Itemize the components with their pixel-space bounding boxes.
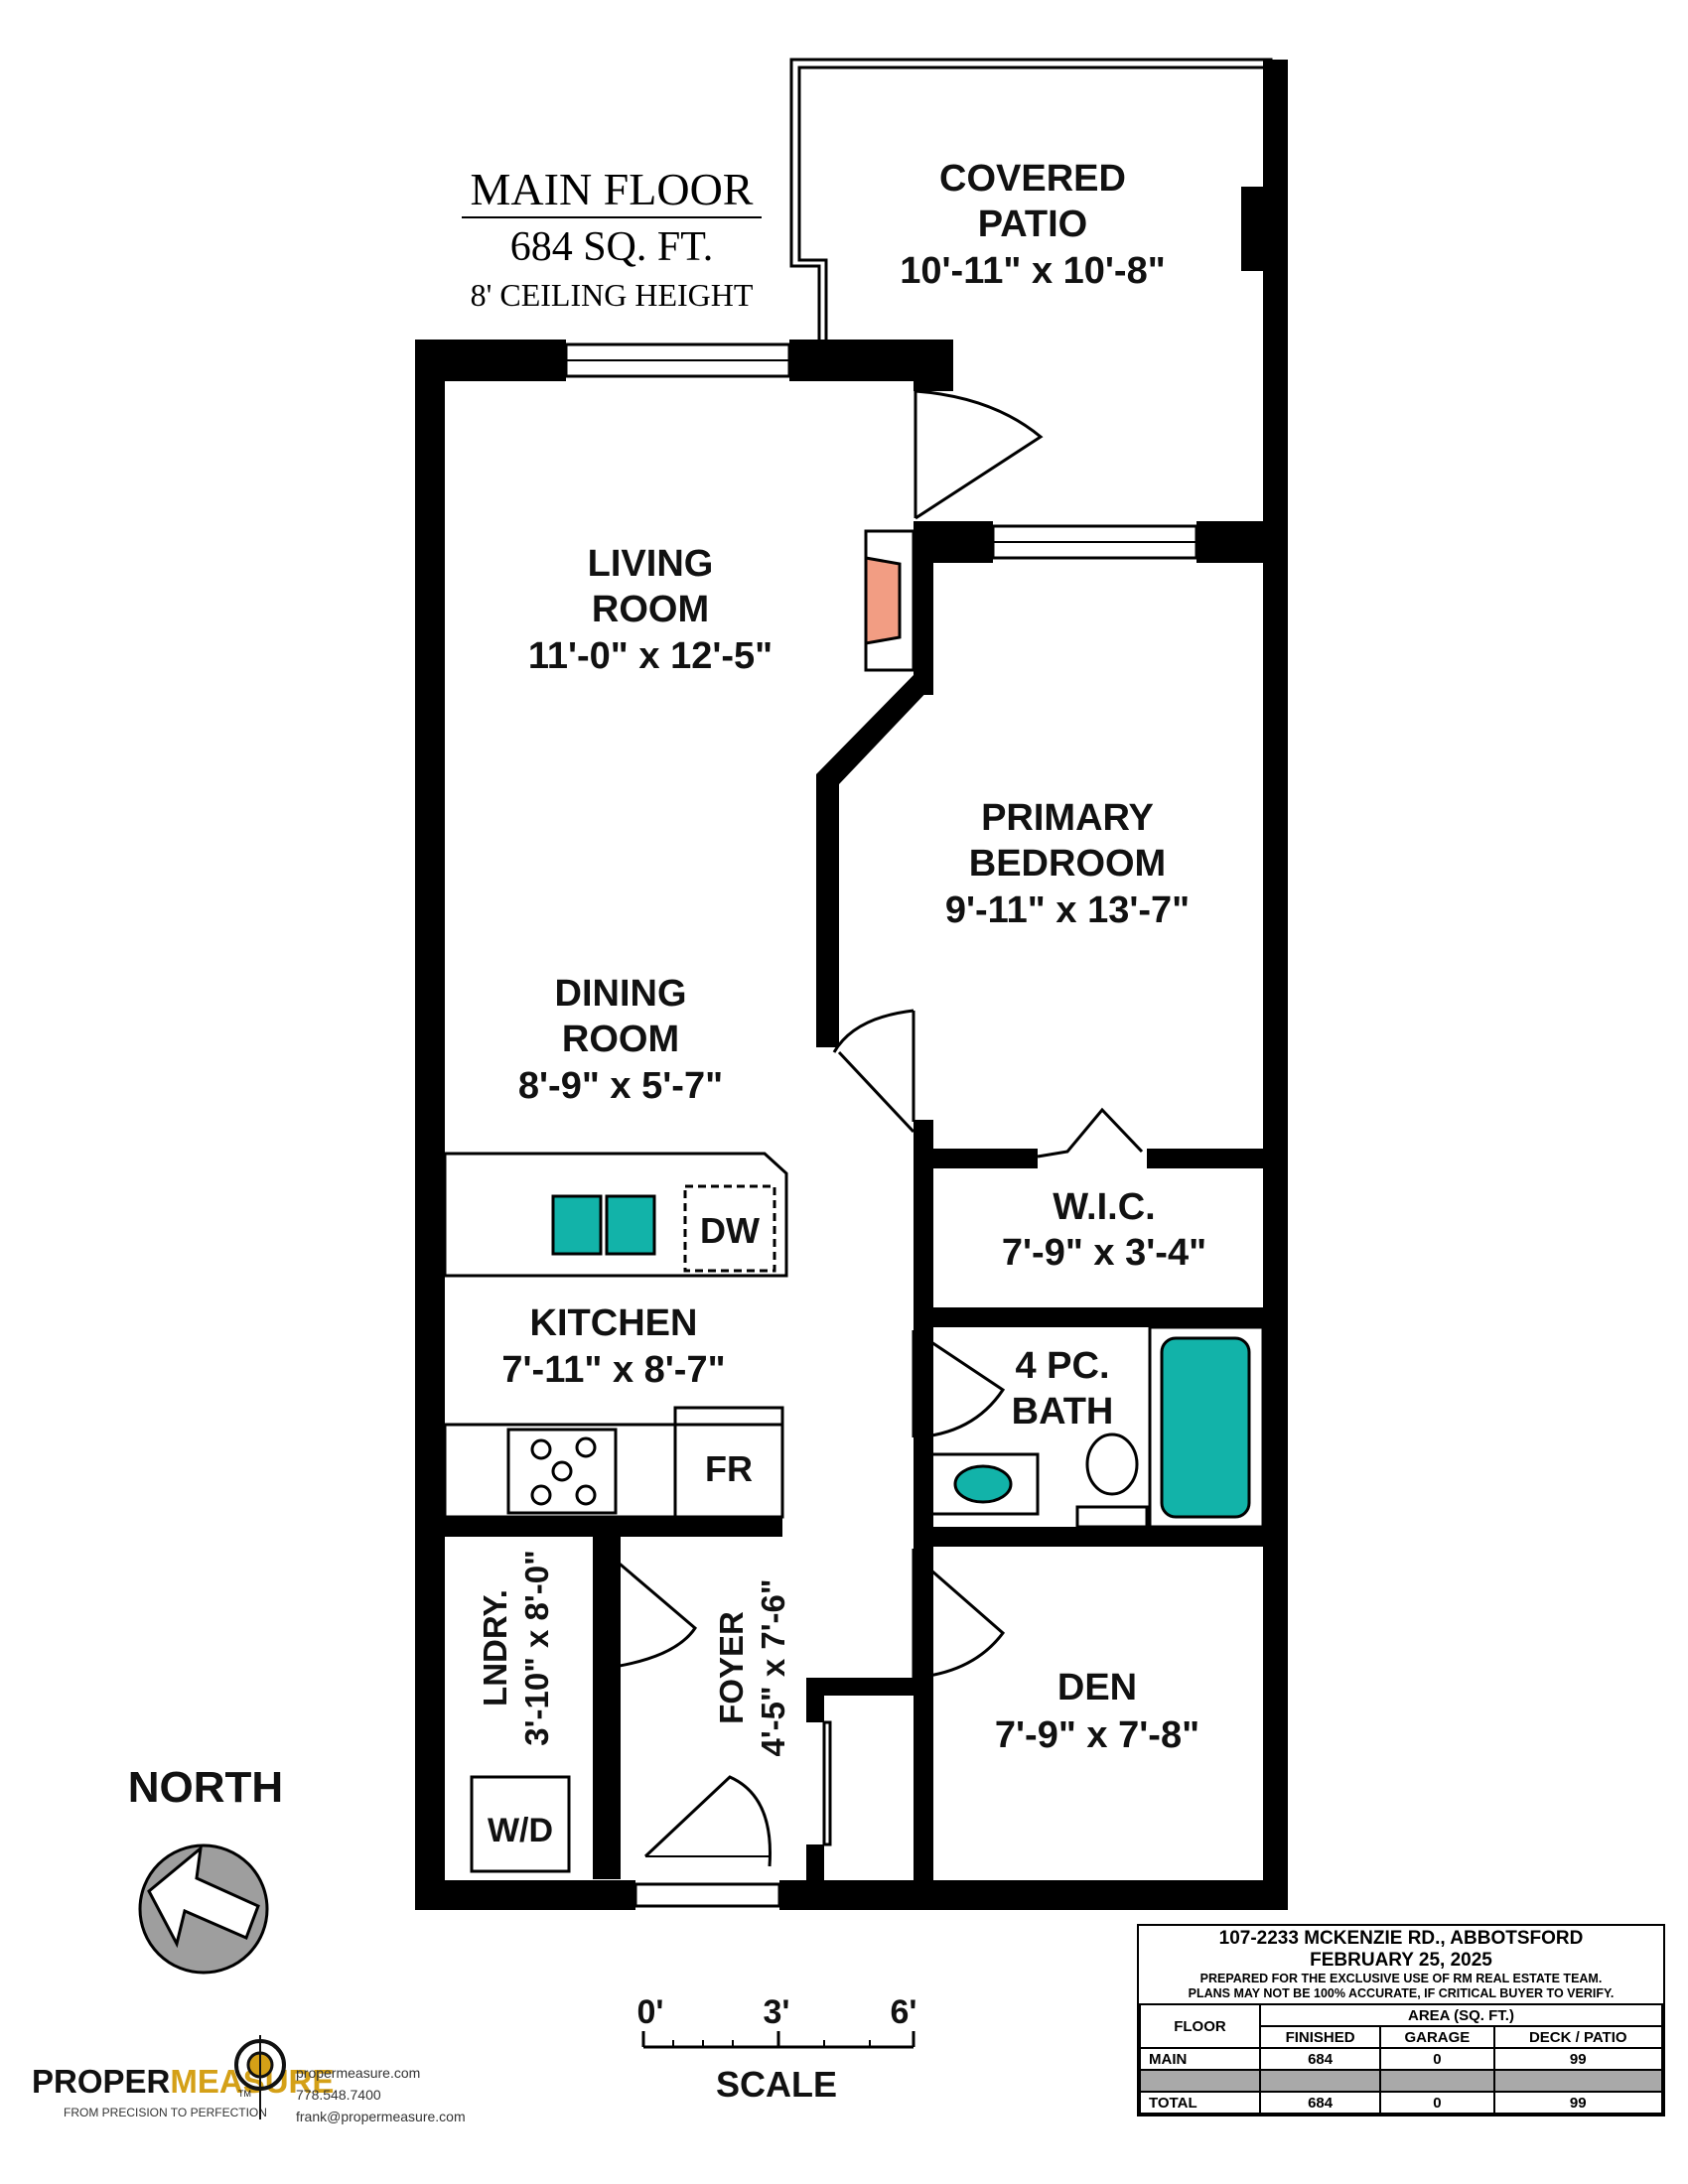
label-primary-bedroom: PRIMARY BEDROOM 9'-11" x 13'-7": [945, 797, 1190, 931]
bath-fixtures: [914, 1325, 1265, 1529]
svg-text:PATIO: PATIO: [978, 204, 1087, 245]
label-den: DEN 7'-9" x 7'-8": [995, 1667, 1199, 1756]
floor-header: FLOOR: [1139, 2003, 1261, 2049]
interior-walls: [415, 521, 1288, 1910]
scale-bar: 0' 3' 6' SCALE: [637, 1993, 917, 2105]
bedroom-door[interactable]: [832, 1009, 915, 1122]
svg-text:BEDROOM: BEDROOM: [969, 843, 1166, 885]
table-row: [1139, 2069, 1663, 2093]
toilet-icon: [1085, 1433, 1139, 1496]
kitchen-island: DW: [443, 1152, 788, 1278]
entry-door[interactable]: [643, 1775, 772, 1867]
label-covered-patio: COVERED PATIO 10'-11" x 10'-8": [900, 158, 1166, 292]
sink-left-icon: [551, 1194, 603, 1256]
label-dining-room: DINING ROOM 8'-9" x 5'-7": [518, 973, 723, 1107]
bath-door[interactable]: [912, 1328, 1006, 1439]
compass-label: NORTH: [128, 1763, 283, 1812]
svg-text:7'-11" x 8'-7": 7'-11" x 8'-7": [501, 1349, 725, 1391]
svg-text:9'-11" x 13'-7": 9'-11" x 13'-7": [945, 889, 1190, 931]
table-row: TOTAL 684 0 99: [1139, 2091, 1663, 2115]
sink-right-icon: [605, 1194, 656, 1256]
label-bath: 4 PC. BATH: [1012, 1345, 1114, 1433]
plan-date: FEBRUARY 25, 2025: [1310, 1950, 1492, 1971]
bathtub-icon: [1160, 1336, 1251, 1519]
wic-door[interactable]: [1037, 1107, 1144, 1159]
patio-outline: [789, 58, 1288, 526]
fridge-label: FR: [705, 1448, 753, 1489]
floor-name-underline: [462, 216, 762, 218]
label-kitchen: KITCHEN 7'-11" x 8'-7": [501, 1302, 725, 1391]
col-garage: GARAGE: [1379, 2025, 1495, 2049]
area-table: FLOOR AREA (SQ. FT.) FINISHED GARAGE DEC…: [1139, 2003, 1664, 2115]
scale-label: SCALE: [716, 2064, 837, 2105]
floor-name: MAIN FLOOR: [471, 164, 754, 214]
svg-text:TM: TM: [238, 2089, 251, 2099]
disclaimer-line2: PLANS MAY NOT BE 100% ACCURATE, IF CRITI…: [1188, 1986, 1615, 2000]
cooktop-icon: [506, 1428, 618, 1515]
svg-text:4'-5" x 7'-6": 4'-5" x 7'-6": [755, 1578, 791, 1756]
dishwasher-label: DW: [700, 1210, 760, 1251]
svg-text:3': 3': [764, 1993, 790, 2031]
label-wic: W.I.C. 7'-9" x 3'-4": [1002, 1186, 1206, 1274]
svg-text:LNDRY.: LNDRY.: [477, 1589, 513, 1706]
svg-text:0': 0': [637, 1993, 664, 2031]
exterior-walls: [415, 340, 1288, 1910]
svg-text:7'-9" x 3'-4": 7'-9" x 3'-4": [1002, 1232, 1206, 1274]
brand-logo: PROPERMEASURE TM FROM PRECISION TO PERFE…: [32, 2035, 466, 2124]
svg-text:4 PC.: 4 PC.: [1015, 1345, 1109, 1387]
kitchen-counter: FR: [443, 1406, 784, 1519]
label-laundry: LNDRY. 3'-10" x 8'-0": [477, 1550, 555, 1745]
svg-text:COVERED: COVERED: [939, 158, 1126, 200]
svg-text:BATH: BATH: [1012, 1391, 1114, 1433]
disclaimer-line1: PREPARED FOR THE EXCLUSIVE USE OF RM REA…: [1199, 1972, 1603, 1985]
svg-text:PRIMARY: PRIMARY: [981, 797, 1154, 839]
brand-email: frank@propermeasure.com: [296, 2109, 466, 2124]
svg-text:FOYER: FOYER: [713, 1611, 750, 1724]
svg-text:6': 6': [891, 1993, 917, 2031]
washer-dryer: W/D: [470, 1775, 571, 1873]
label-foyer: FOYER 4'-5" x 7'-6": [713, 1578, 791, 1756]
svg-text:W.I.C.: W.I.C.: [1053, 1186, 1155, 1228]
svg-text:KITCHEN: KITCHEN: [530, 1302, 698, 1344]
property-address: 107-2233 MCKENZIE RD., ABBOTSFORD: [1218, 1928, 1584, 1949]
sink-icon: [953, 1464, 1013, 1504]
brand-name: PROPERMEASURE: [32, 2063, 334, 2100]
svg-text:8'-9" x 5'-7": 8'-9" x 5'-7": [518, 1065, 723, 1107]
svg-text:11'-0" x 12'-5": 11'-0" x 12'-5": [528, 635, 773, 677]
floor-area: 684 SQ. FT.: [510, 224, 714, 270]
fridge: [673, 1406, 784, 1519]
svg-text:DEN: DEN: [1057, 1667, 1137, 1708]
svg-text:7'-9" x 7'-8": 7'-9" x 7'-8": [995, 1714, 1199, 1756]
svg-text:LIVING: LIVING: [588, 543, 714, 585]
svg-text:3'-10" x 8'-0": 3'-10" x 8'-0": [518, 1550, 555, 1745]
col-deck: DECK / PATIO: [1492, 2025, 1663, 2049]
fireplace-icon: [864, 556, 902, 645]
svg-text:ROOM: ROOM: [562, 1019, 679, 1060]
svg-text:10'-11" x 10'-8": 10'-11" x 10'-8": [900, 250, 1166, 292]
den-door[interactable]: [912, 1549, 1006, 1680]
brand-tagline: FROM PRECISION TO PERFECTION: [64, 2106, 267, 2119]
dishwasher: [683, 1184, 776, 1273]
col-finished: FINISHED: [1258, 2025, 1382, 2049]
brand-website: propermeasure.com: [296, 2065, 420, 2081]
svg-text:ROOM: ROOM: [592, 589, 709, 630]
svg-text:DINING: DINING: [555, 973, 687, 1015]
area-header: AREA (SQ. FT.): [1258, 2003, 1664, 2027]
table-row: MAIN 684 0 99: [1139, 2047, 1663, 2071]
ceiling-height: 8' CEILING HEIGHT: [471, 277, 754, 313]
compass: NORTH: [128, 1763, 283, 1975]
washer-dryer-label: W/D: [488, 1812, 553, 1849]
laundry-door[interactable]: [604, 1552, 697, 1670]
north-arrow-icon: [147, 1844, 260, 1949]
brand-phone: 778.548.7400: [296, 2087, 381, 2103]
label-living-room: LIVING ROOM 11'-0" x 12'-5": [528, 543, 773, 677]
patio-door[interactable]: [914, 389, 1044, 520]
info-table: 107-2233 MCKENZIE RD., ABBOTSFORD FEBRUA…: [1137, 1924, 1665, 2116]
